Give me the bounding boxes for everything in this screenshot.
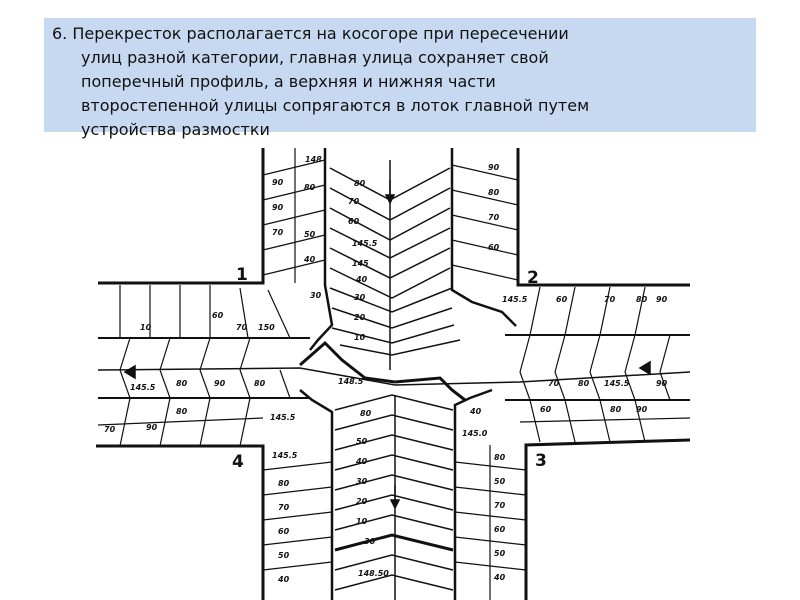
main-street-left-hatching (97, 285, 291, 447)
hatch-label: 10 (354, 333, 366, 342)
hatch-label: 145.5 (130, 383, 156, 392)
main-street-right-hatching (519, 286, 691, 443)
hatch-label: 60 (212, 311, 224, 320)
hatch-label: 30 (356, 477, 368, 486)
outer-edge-bottom-right (524, 438, 691, 600)
hatch-label: 90 (146, 423, 158, 432)
hatch-label: 80 (360, 409, 372, 418)
hatch-label: 80 (176, 407, 188, 416)
hatch-label: 50 (278, 551, 290, 560)
hatch-label: 80 (636, 295, 648, 304)
hatch-label: 70 (278, 503, 290, 512)
hatch-label: 30 (364, 537, 376, 546)
hatch-label: 40 (355, 457, 368, 466)
hatch-label: 40 (469, 407, 482, 416)
hatch-label: 60 (488, 243, 500, 252)
caption-line-4: второстепенной улицы сопрягаются в лоток… (81, 96, 590, 115)
hatch-label: 70 (272, 228, 284, 237)
hatch-label: 50 (494, 549, 506, 558)
outer-edge-bottom-left (96, 444, 265, 600)
hatch-label: 90 (488, 163, 500, 172)
hatch-label: 80 (610, 405, 622, 414)
curb-upper-left (309, 148, 334, 351)
hatch-label: 30 (310, 291, 322, 300)
hatch-label: 50 (356, 437, 368, 446)
hatch-label: 145.5 (352, 239, 378, 248)
corner-label-3: 3 (535, 451, 547, 471)
hatch-label: 70 (548, 379, 560, 388)
hatch-label: 90 (272, 178, 284, 187)
minor-street-upper-hatching (329, 160, 461, 370)
outer-edge-top-right (516, 148, 690, 287)
hatch-label: 60 (494, 525, 506, 534)
corner-label-1: 1 (236, 265, 248, 285)
caption-box: 6. Перекресток располагается на косогоре… (44, 18, 756, 139)
hatch-label: 40 (303, 255, 316, 264)
hatch-label: 10 (356, 517, 368, 526)
hatch-label: 90 (636, 405, 648, 414)
hatch-label: 145.5 (272, 451, 298, 460)
hatch-label: 40 (355, 275, 368, 284)
hatch-label: 148.5 (338, 377, 364, 386)
hatch-label: 80 (578, 379, 590, 388)
hatch-label: 80 (354, 179, 366, 188)
tray-contour-left (299, 340, 396, 384)
sidewalk-upper-left-hatching (262, 148, 326, 283)
hatch-label: 80 (494, 453, 506, 462)
curb-lower-right (453, 388, 493, 600)
corner-label-4: 4 (232, 452, 244, 472)
caption-line-3: поперечный профиль, а верхняя и нижняя ч… (81, 72, 496, 91)
hatch-label: 20 (356, 497, 368, 506)
main-street-axis (97, 367, 691, 386)
hatch-label: 148 (305, 155, 322, 164)
caption-line-5: устройства размостки (81, 120, 270, 139)
hatch-label: 60 (348, 217, 360, 226)
hatch-label: 80 (488, 188, 500, 197)
hatch-label: 148.50 (358, 569, 389, 578)
curb-lower-left (299, 389, 334, 600)
hatch-label: 60 (556, 295, 568, 304)
hatch-label: 145.0 (462, 429, 488, 438)
hatch-label: 40 (277, 575, 290, 584)
hatch-label: 70 (236, 323, 248, 332)
hatch-label: 60 (540, 405, 552, 414)
flow-arrows (123, 180, 651, 510)
hatch-label: 90 (214, 379, 226, 388)
hatch-label: 50 (304, 230, 316, 239)
hatch-label: 70 (348, 197, 360, 206)
caption-line-2: улиц разной категории, главная улица сох… (81, 48, 549, 67)
hatch-label: 150 (258, 323, 275, 332)
hatch-label: 90 (272, 203, 284, 212)
hatch-label: 70 (494, 501, 506, 510)
hatch-label: 30 (354, 293, 366, 302)
outer-edge-top-left (98, 148, 265, 285)
corner-label-2: 2 (527, 268, 539, 288)
hatch-label: 10 (140, 323, 152, 332)
hatch-label: 60 (278, 527, 290, 536)
hatch-label: 80 (304, 183, 316, 192)
hatch-label: 50 (494, 477, 506, 486)
hatch-label: 80 (176, 379, 188, 388)
hatch-label: 70 (488, 213, 500, 222)
minor-street-lower-hatching (334, 394, 454, 600)
caption-line-1: 6. Перекресток располагается на косогоре… (52, 24, 569, 43)
hatch-label: 90 (656, 379, 668, 388)
hatch-label: 80 (278, 479, 290, 488)
sidewalk-upper-right-hatching (451, 164, 519, 281)
hatch-label: 145.5 (270, 413, 296, 422)
hatch-label: 80 (254, 379, 266, 388)
hatch-label: 70 (104, 425, 116, 434)
hatch-labels: 148 90 80 90 70 50 40 30 80 70 60 145.5 … (104, 155, 668, 584)
hatch-label: 40 (493, 573, 506, 582)
hatch-label: 145.5 (604, 379, 630, 388)
tray-contour-right (394, 376, 466, 402)
hatch-label: 145 (352, 259, 369, 268)
curb-upper-right (450, 148, 517, 327)
hatch-label: 145.5 (502, 295, 528, 304)
hatch-label: 20 (354, 313, 366, 322)
hatch-label: 90 (656, 295, 668, 304)
hatch-label: 70 (604, 295, 616, 304)
sidewalk-lower-hatching (262, 445, 527, 600)
